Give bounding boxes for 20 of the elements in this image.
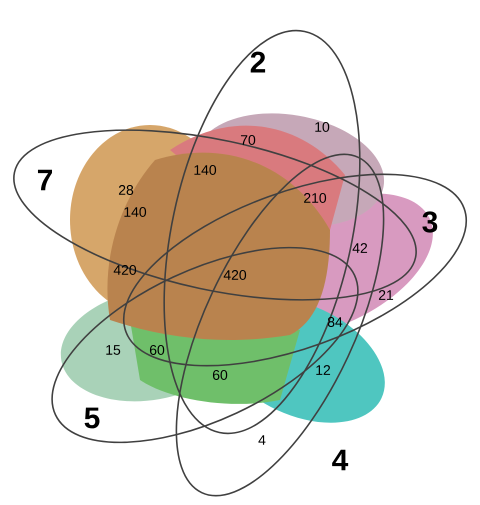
region-count: 10 bbox=[315, 122, 330, 132]
region-count: 420 bbox=[114, 265, 136, 275]
region-count: 15 bbox=[106, 345, 120, 355]
region-count: 70 bbox=[240, 135, 256, 145]
region-count: 140 bbox=[124, 207, 146, 217]
region-count: 210 bbox=[304, 193, 326, 203]
region-count: 12 bbox=[316, 365, 330, 375]
region-count: 140 bbox=[194, 165, 216, 175]
set-label: 7 bbox=[38, 170, 52, 190]
region-count: 420 bbox=[224, 270, 246, 280]
region-count: 60 bbox=[150, 345, 164, 355]
set-label: 4 bbox=[332, 450, 348, 470]
region-count: 28 bbox=[118, 185, 134, 195]
set-label: 2 bbox=[250, 52, 266, 72]
region-count: 21 bbox=[378, 290, 394, 300]
region-count: 4 bbox=[258, 435, 266, 445]
region-count: 60 bbox=[212, 370, 228, 380]
set-label: 3 bbox=[422, 211, 438, 233]
set-label: 5 bbox=[84, 408, 100, 428]
region-count: 42 bbox=[352, 243, 368, 253]
